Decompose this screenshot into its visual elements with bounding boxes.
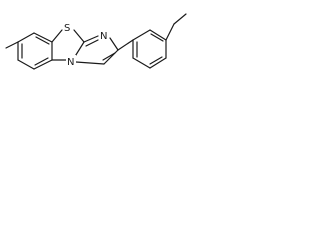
- molecule-diagram: S N N: [5, 13, 187, 70]
- thiazole-bond-s-left: [51, 29, 63, 43]
- nitrogen-bridge-atom-label: N: [67, 57, 74, 68]
- phenyl-bond-1: [132, 29, 151, 41]
- nitrogen-top-atom-label: N: [100, 31, 107, 42]
- phenyl-bond-5: [132, 57, 151, 69]
- benzo-bond-1: [17, 32, 35, 43]
- phenyl-double-1: [150, 33, 164, 42]
- methyl-bond: [5, 41, 19, 49]
- ethyl-bond-1: [165, 23, 175, 41]
- phenyl-bond-2: [149, 29, 167, 41]
- benzo-double-2: [34, 57, 49, 66]
- aryl-link-bond: [117, 39, 134, 51]
- imidazole-bond-4: [75, 61, 105, 65]
- nitrogen-bridge-label-bg: [66, 55, 76, 67]
- imidazole-bond-1: [83, 35, 99, 43]
- benzo-bond-2: [33, 32, 53, 43]
- benzo-bond-4: [33, 59, 53, 70]
- sulfur-label-bg: [63, 21, 73, 33]
- imidazole-bond-2: [109, 37, 119, 51]
- imidazole-double-2: [102, 52, 116, 61]
- imidazole-bond-3: [103, 49, 119, 65]
- chemical-structure-canvas: S N N: [0, 0, 190, 83]
- imidazole-double-1: [85, 39, 99, 47]
- phenyl-double-2: [149, 56, 163, 65]
- ethyl-bond-2: [173, 13, 187, 25]
- sulfur-atom-label: S: [64, 23, 70, 34]
- thiazole-bond-s-right: [73, 29, 85, 43]
- benzo-bond-5: [17, 59, 35, 70]
- nitrogen-top-label-bg: [99, 29, 109, 41]
- phenyl-bond-4: [149, 57, 167, 69]
- benzo-double-1: [35, 36, 50, 45]
